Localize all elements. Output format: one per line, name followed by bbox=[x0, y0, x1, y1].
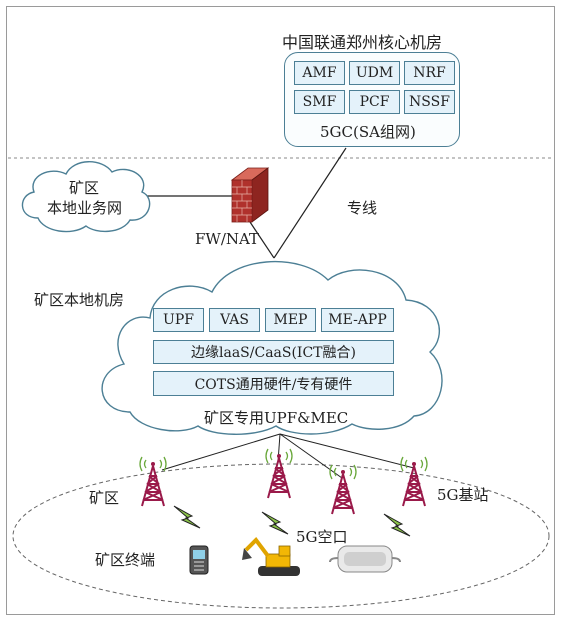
dedicated-line-link bbox=[273, 147, 347, 259]
wireless-signal-icon bbox=[261, 511, 289, 535]
app-upf-box: UPF bbox=[153, 308, 204, 332]
firewall-icon bbox=[230, 167, 270, 223]
core-room-title: 中国联通郑州核心机房 bbox=[282, 33, 443, 52]
air-interface-label: 5G空口 bbox=[296, 528, 348, 546]
nf-smf-box: SMF bbox=[294, 90, 345, 114]
wireless-signal-icon bbox=[173, 505, 201, 529]
terminal-label: 矿区终端 bbox=[95, 551, 156, 569]
base-station-tower-icon bbox=[329, 464, 357, 515]
core-network-label: 5GC(SA组网) bbox=[320, 123, 416, 141]
nf-pcf-box: PCF bbox=[349, 90, 400, 114]
base-station-tower-icon bbox=[400, 456, 428, 507]
link-firewall-room bbox=[249, 221, 275, 259]
firewall-label: FW/NAT bbox=[195, 230, 260, 248]
wireless-signal-icon bbox=[383, 513, 411, 537]
app-me-app-box: ME-APP bbox=[321, 308, 394, 332]
base-station-tower-icon bbox=[139, 456, 167, 507]
link-tower-4 bbox=[279, 433, 415, 469]
dedicated-line-label: 专线 bbox=[347, 199, 378, 217]
base-station-tower-icon bbox=[265, 448, 293, 499]
nf-udm-box: UDM bbox=[349, 61, 400, 85]
figure-frame bbox=[6, 6, 555, 615]
mining-area-label: 矿区 bbox=[89, 489, 120, 507]
hardware-box: COTS通用硬件/专有硬件 bbox=[153, 371, 394, 396]
nf-nrf-box: NRF bbox=[404, 61, 455, 85]
business-network-label-2: 本地业务网 bbox=[47, 199, 123, 217]
base-station-label: 5G基站 bbox=[437, 486, 489, 504]
mec-label: 矿区专用UPF&MEC bbox=[204, 409, 349, 427]
terminal-phone-icon bbox=[189, 545, 209, 575]
local-room-title: 矿区本地机房 bbox=[34, 291, 125, 309]
excavator-icon bbox=[242, 536, 300, 576]
edge-platform-box: 边缘laaS/CaaS(ICT融合) bbox=[153, 340, 394, 364]
link-tower-1 bbox=[161, 433, 281, 471]
business-network-label-1: 矿区 bbox=[69, 179, 100, 197]
link-tower-3 bbox=[279, 433, 343, 479]
app-vas-box: VAS bbox=[209, 308, 260, 332]
app-mep-box: MEP bbox=[265, 308, 316, 332]
vr-headset-icon bbox=[329, 545, 401, 573]
business-network-cloud bbox=[21, 161, 151, 233]
nf-nssf-box: NSSF bbox=[404, 90, 455, 114]
nf-amf-box: AMF bbox=[294, 61, 345, 85]
